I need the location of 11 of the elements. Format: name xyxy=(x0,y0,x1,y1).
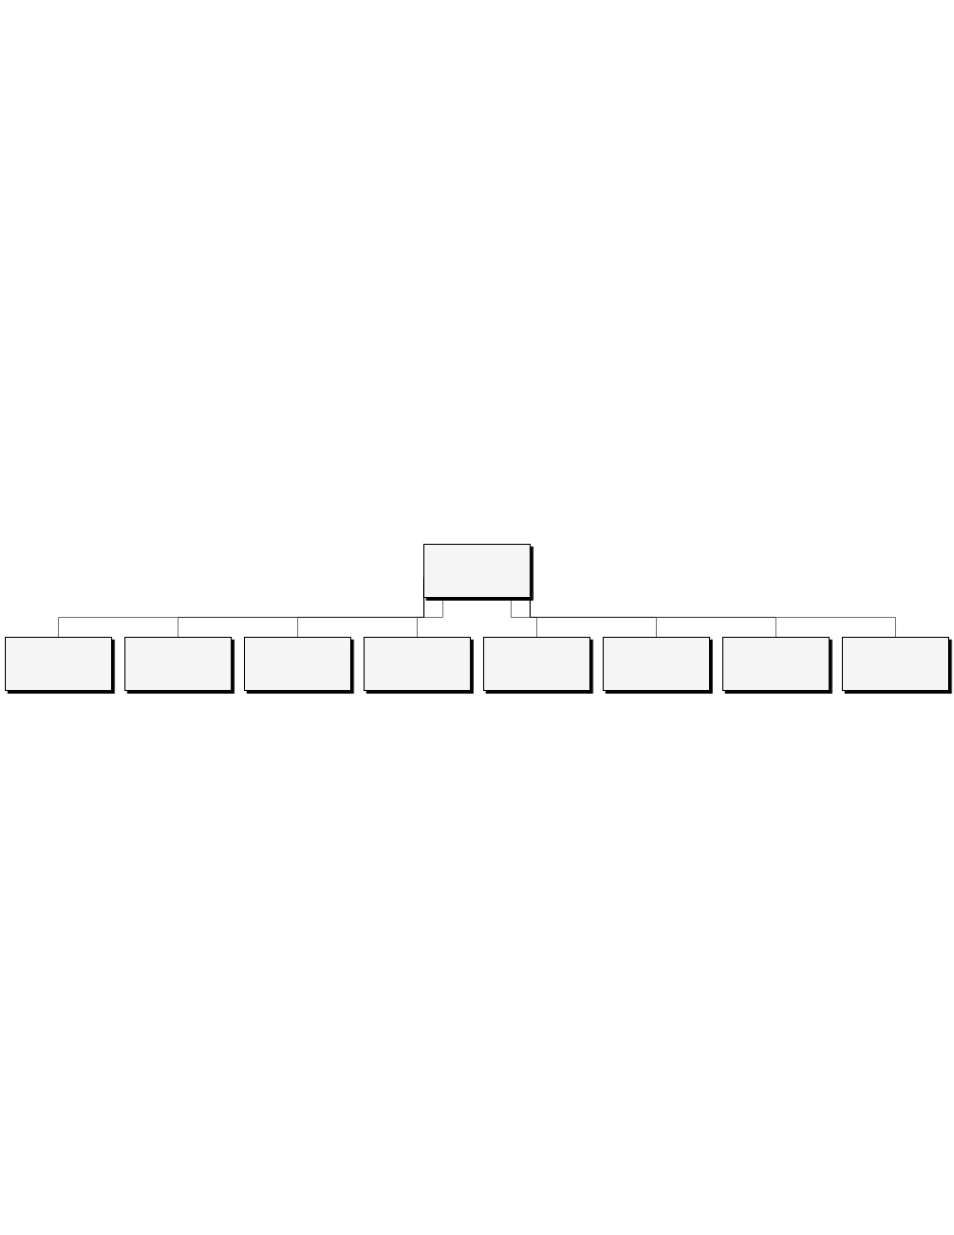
node-box xyxy=(722,636,830,692)
connector xyxy=(416,597,444,638)
node-box xyxy=(244,636,352,692)
node-box xyxy=(124,636,232,692)
node-box xyxy=(841,636,950,692)
node-box xyxy=(602,636,710,692)
node-box xyxy=(4,636,113,692)
node-box xyxy=(483,636,591,692)
node-box xyxy=(363,636,471,692)
connector xyxy=(510,597,538,638)
node-box xyxy=(423,543,531,599)
